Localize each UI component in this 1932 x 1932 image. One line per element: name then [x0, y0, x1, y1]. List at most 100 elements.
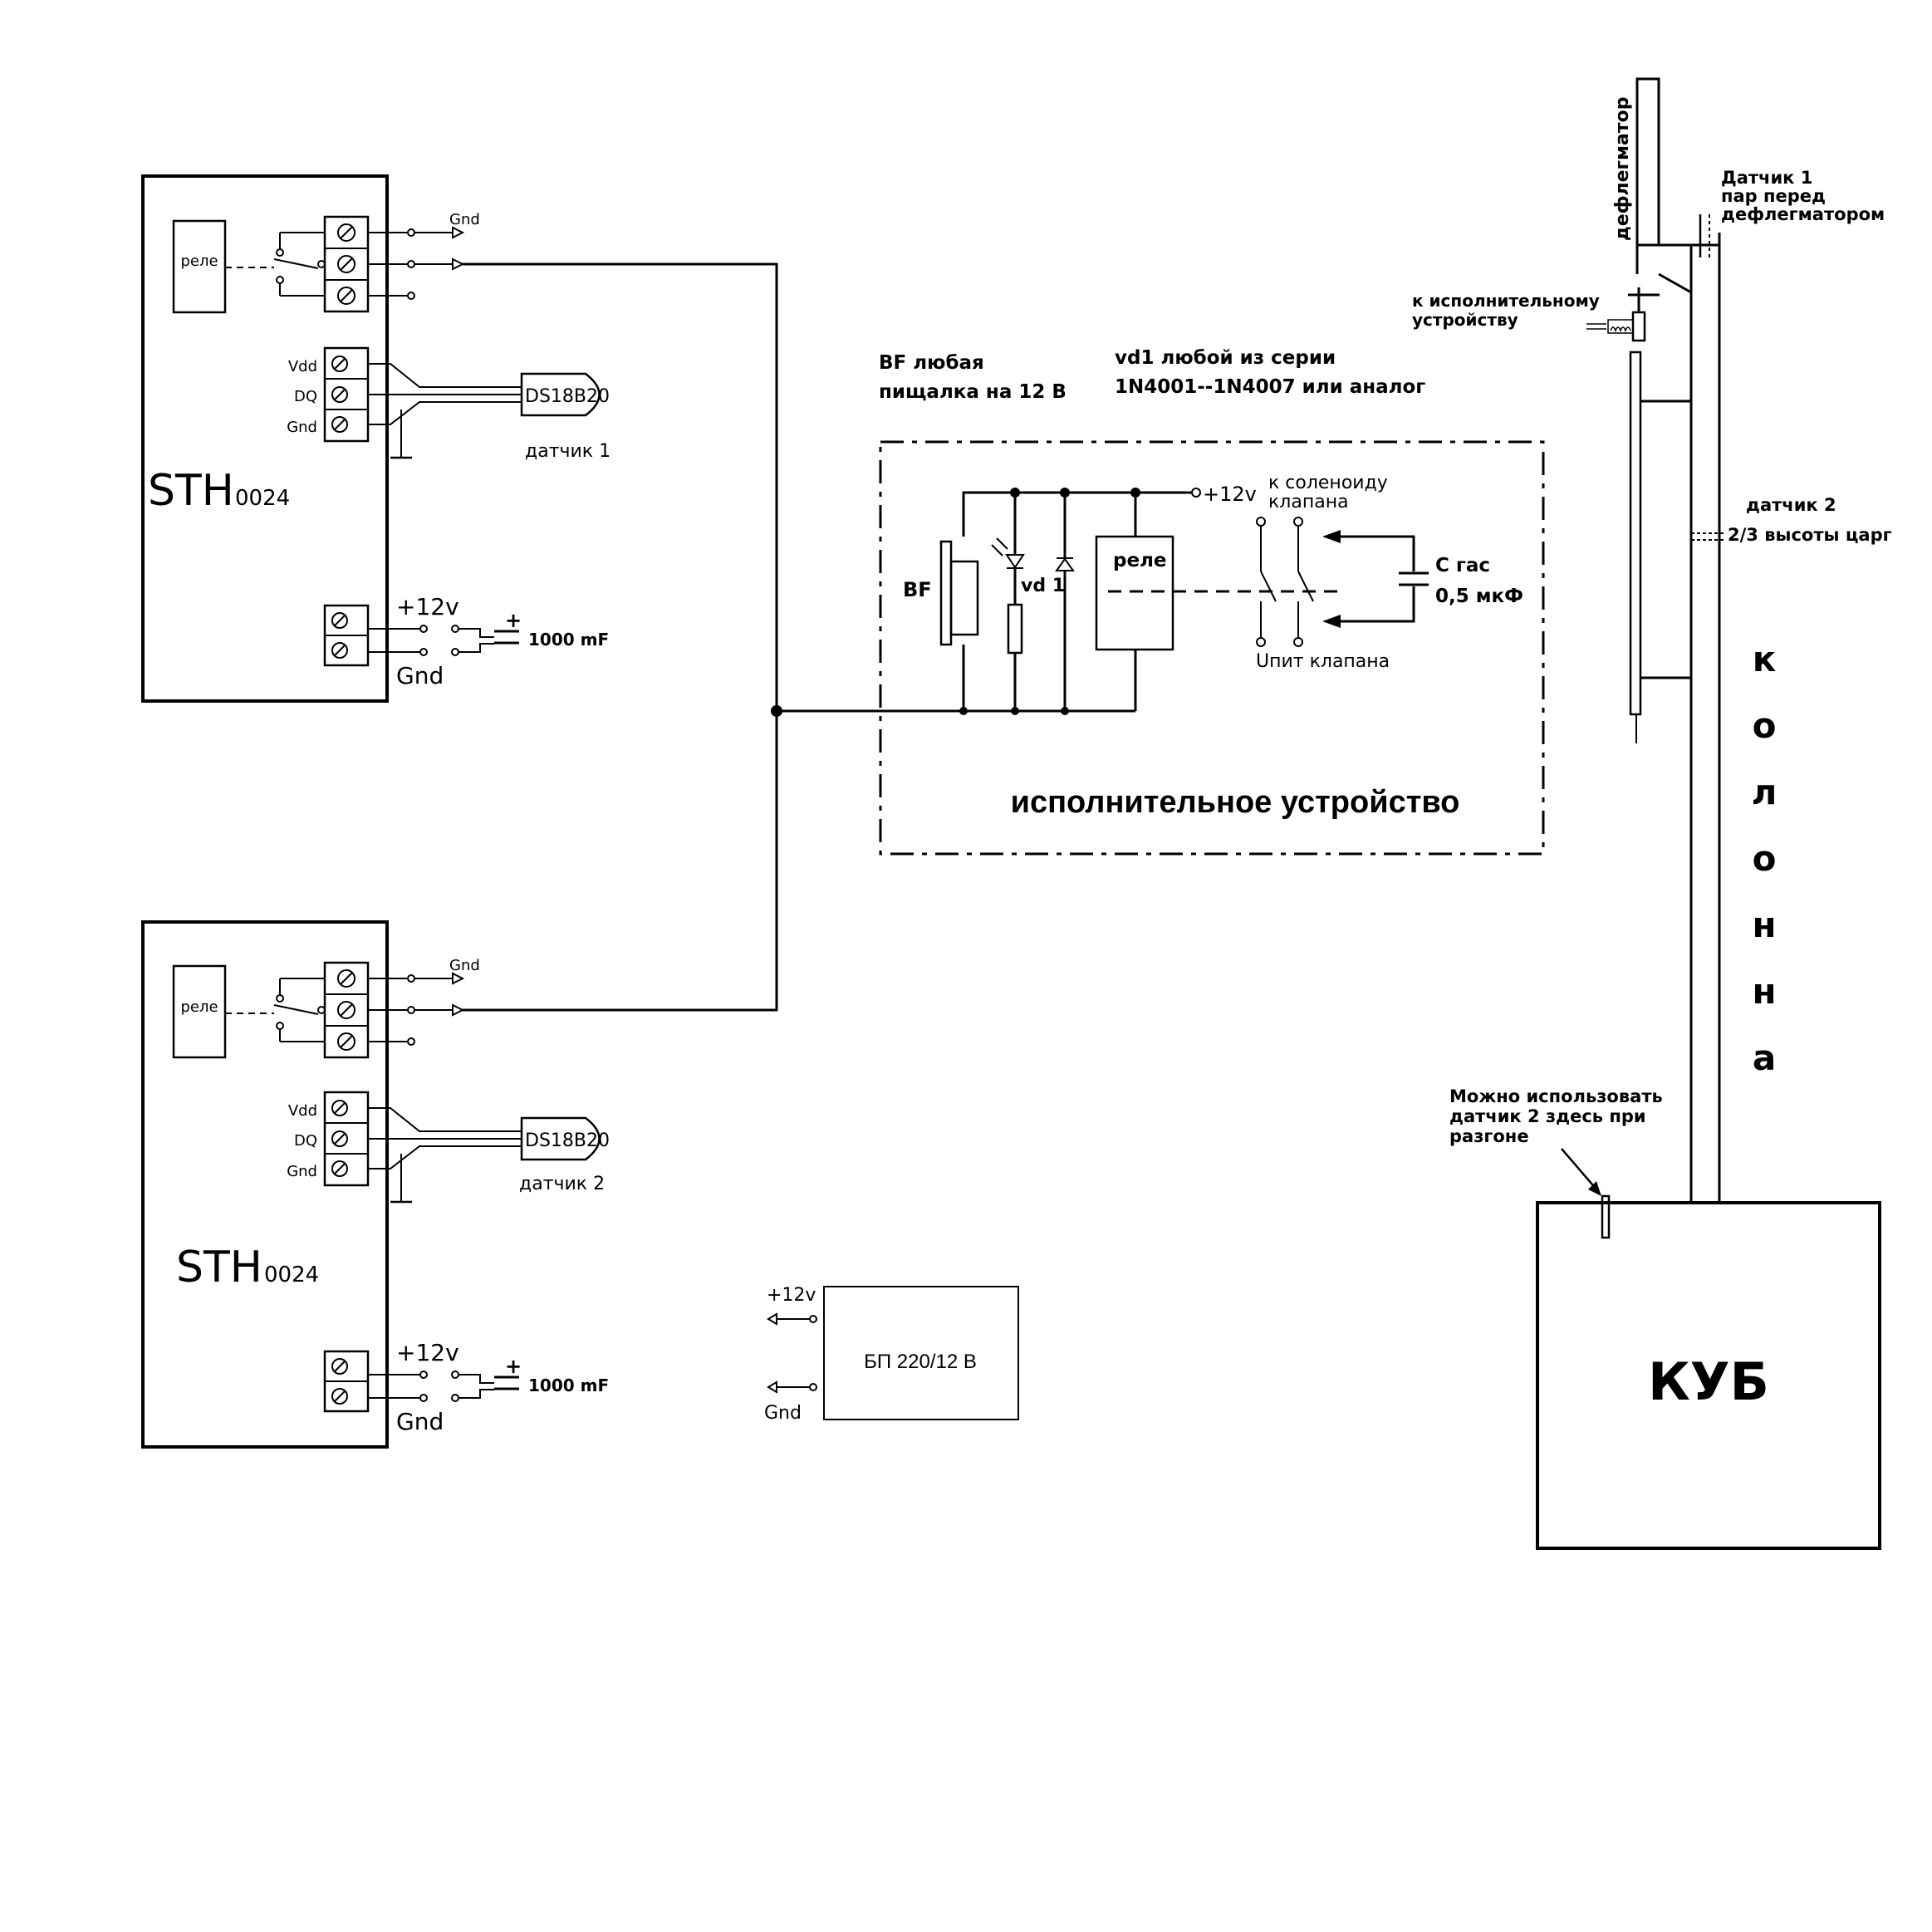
controller-1-power-gnd-label: Gnd	[396, 662, 444, 689]
controller-1-relay-label: реле	[180, 253, 218, 270]
cube-note-line2: датчик 2 здесь при	[1449, 1106, 1646, 1126]
actuator-cap-line2: 0,5 мкФ	[1435, 586, 1523, 607]
arrow-icon	[1588, 1181, 1601, 1196]
arrow-left-icon	[767, 1380, 777, 1394]
psu-box	[823, 1286, 1019, 1420]
screw-icon	[337, 287, 356, 305]
psu-label: БП 220/12 В	[864, 1351, 977, 1373]
psu-gnd-label: Gnd	[764, 1403, 802, 1424]
actuator-relay-label: реле	[1113, 550, 1167, 571]
actuator-plus12-label: +12v	[1203, 483, 1257, 506]
distillation-column	[1536, 77, 1881, 1550]
column-letter-3: л	[1752, 772, 1778, 812]
screw-icon	[337, 223, 356, 242]
sensor-1-body	[520, 372, 601, 417]
actuator	[879, 440, 1545, 856]
sensor-1-caption: датчик 1	[525, 441, 610, 462]
actuator-solenoid-line2: клапана	[1268, 492, 1349, 512]
screw-icon	[331, 1160, 348, 1177]
column-sensor2-line2: 2/3 высоты царг	[1728, 525, 1892, 545]
vd1-note-line1: vd1 любой из серии	[1115, 347, 1336, 369]
cube-kub	[1536, 1201, 1881, 1550]
controller-2-dq-label: DQ	[294, 1132, 317, 1150]
screw-icon	[331, 416, 348, 433]
take-off-pipe	[1629, 351, 1642, 716]
sensor-1-chip-label: DS18B20	[525, 386, 610, 407]
controller-2-power-gnd-label: Gnd	[396, 1408, 444, 1435]
controller-1-model: STH	[148, 466, 234, 516]
junction-dot	[1010, 488, 1020, 498]
component-notes: BF любая пищалка на 12 В vd1 любой из се…	[879, 347, 1425, 403]
controller-2-relay-label: реле	[180, 998, 218, 1016]
ground-arrow-icon	[452, 972, 465, 985]
dephlegmator	[1635, 77, 1660, 247]
coil-icon	[1586, 319, 1634, 334]
controller-2-model-suffix: 0024	[264, 1263, 319, 1287]
screw-icon	[337, 1001, 356, 1019]
screw-icon	[331, 1100, 348, 1116]
sensor-2-chip-label: DS18B20	[525, 1130, 610, 1151]
screw-icon	[337, 969, 356, 988]
column-actuator-line1: к исполнительному	[1412, 291, 1600, 311]
controller-2-gnd-label: Gnd	[287, 1163, 317, 1180]
column-actuator-line2: устройству	[1412, 310, 1518, 330]
capacitor-snubber-icon	[1399, 571, 1429, 586]
actuator-solenoid-line1: к соленоиду	[1268, 473, 1388, 493]
column-letter-6: н	[1752, 971, 1776, 1012]
controller-2-out-gnd-label: Gnd	[449, 957, 480, 974]
capacitor-1000mf-icon	[494, 630, 519, 645]
controller-1-labels: реле Gnd Vdd DQ Gnd DS18B20 датчик 1 STH…	[148, 211, 610, 689]
screw-icon	[331, 642, 348, 659]
screw-icon	[337, 1032, 356, 1051]
screw-icon	[331, 1358, 348, 1375]
column-sensor2-line1: датчик 2	[1746, 495, 1836, 515]
controller-1-gnd-label: Gnd	[287, 419, 317, 436]
actuator-supply-label: Uпит клапана	[1256, 651, 1390, 672]
column-letter-2: о	[1753, 705, 1777, 746]
actuator-title: исполнительное устройство	[1011, 785, 1460, 820]
screw-icon	[331, 612, 348, 629]
actuator-box	[879, 440, 1545, 856]
junction-dot	[1060, 488, 1070, 498]
controller-1-box	[141, 174, 389, 703]
dephlegmator-label: дефлегматор	[1612, 97, 1633, 242]
buzzer-bf-icon	[939, 540, 953, 646]
output-arrow-icon	[452, 257, 465, 271]
junction-dot	[771, 705, 782, 717]
column-sensor1-line1: Датчик 1	[1721, 168, 1812, 188]
actuator-labels: BF vd 1 реле +12v к соленоиду клапана Uп…	[903, 473, 1523, 820]
screw-icon	[331, 386, 348, 403]
power-supply	[767, 1286, 1019, 1420]
capacitor-1000mf-icon	[494, 1375, 519, 1390]
psu-labels: БП 220/12 В +12v Gnd	[764, 1285, 977, 1424]
column-letter-5: н	[1752, 905, 1776, 945]
controller-1-model-suffix: 0024	[235, 486, 290, 511]
screw-icon	[331, 1388, 348, 1405]
controller-2	[141, 920, 601, 1449]
controller-2-cap-label: 1000 mF	[528, 1375, 609, 1395]
column-letter-1: к	[1753, 639, 1777, 679]
ground-arrow-icon	[452, 226, 465, 239]
junction-dot	[959, 707, 968, 715]
bf-note-line1: BF любая	[879, 352, 984, 374]
controller-2-box	[141, 920, 389, 1449]
bf-note-line2: пищалка на 12 В	[879, 381, 1067, 403]
sensor-2-body	[520, 1116, 601, 1161]
junction-dot	[1011, 707, 1019, 715]
arrow-left-icon	[767, 1312, 777, 1326]
resistor-icon	[1007, 603, 1023, 655]
output-arrow-icon	[452, 1003, 465, 1017]
controller-2-cap-plus: +	[505, 1355, 522, 1378]
controller-2-labels: реле Gnd Vdd DQ Gnd DS18B20 датчик 2 STH…	[176, 957, 610, 1435]
controller-1	[141, 174, 601, 703]
column-letter-4: о	[1753, 838, 1777, 879]
controller-1-cap-label: 1000 mF	[528, 630, 609, 650]
controller-1-dq-label: DQ	[294, 388, 317, 405]
controller-1-vdd-label: Vdd	[288, 358, 317, 375]
column-labels: дефлегматор Датчик 1 пар перед дефлегмат…	[1412, 97, 1892, 1413]
controller-1-plus12-label: +12v	[396, 593, 459, 620]
screw-icon	[331, 1130, 348, 1147]
actuator-vd-label: vd 1	[1021, 576, 1065, 596]
led-icon	[991, 537, 1025, 569]
